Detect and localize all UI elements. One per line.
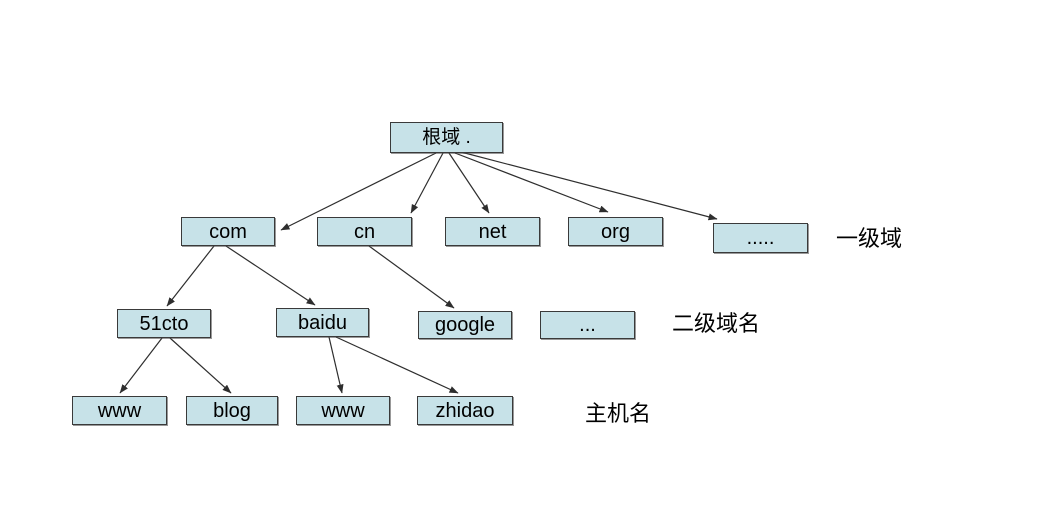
node-ellipsis-level1: ..... bbox=[713, 223, 808, 253]
node-org: org bbox=[568, 217, 663, 246]
edge-root-org bbox=[454, 152, 609, 213]
node-com: com bbox=[181, 217, 275, 246]
edge-51cto-blog bbox=[169, 337, 232, 394]
node-zhidao: zhidao bbox=[417, 396, 513, 425]
edge-cn-google bbox=[368, 245, 455, 309]
row-label-level1: 一级域 bbox=[836, 226, 903, 251]
edge-root-net bbox=[448, 152, 490, 214]
node-net: net bbox=[445, 217, 540, 246]
node-ellipsis-level2: ... bbox=[540, 311, 635, 339]
node-www-under-baidu: www bbox=[296, 396, 390, 425]
node-cn: cn bbox=[317, 217, 412, 246]
edge-root-dots bbox=[460, 151, 718, 221]
node-51cto: 51cto bbox=[117, 309, 211, 338]
edge-baidu-www bbox=[328, 336, 344, 394]
edge-root-cn bbox=[410, 152, 444, 214]
node-www-under-51cto: www bbox=[72, 396, 167, 425]
node-baidu: baidu bbox=[276, 308, 369, 337]
edge-baidu-zhidao bbox=[335, 336, 459, 394]
edge-com-baidu bbox=[225, 245, 316, 306]
edge-51cto-www bbox=[119, 337, 163, 394]
edge-com-51cto bbox=[166, 245, 215, 307]
row-label-level2: 二级域名 bbox=[672, 311, 761, 336]
row-label-level3: 主机名 bbox=[585, 401, 652, 426]
node-google: google bbox=[418, 311, 512, 339]
node-root-domain: 根域 . bbox=[390, 122, 503, 153]
node-blog: blog bbox=[186, 396, 278, 425]
